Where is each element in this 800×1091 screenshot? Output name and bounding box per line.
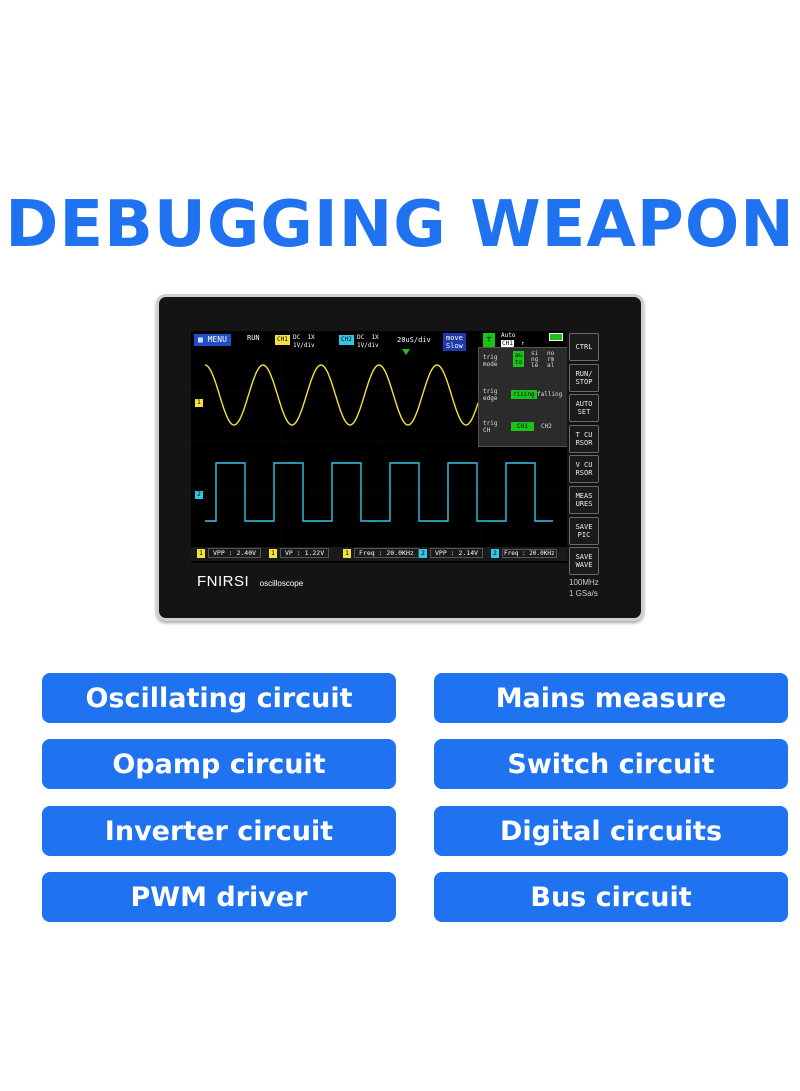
rising-edge-icon: ↑: [521, 340, 525, 347]
app-mains-measure: Mains measure: [434, 673, 788, 723]
trig-mode-normal[interactable]: no rm al: [547, 350, 555, 369]
side-button-column: CTRL RUN/ STOP AUTO SET T CU RSOR V CU R…: [569, 333, 599, 578]
trig-mode-single[interactable]: si ng le: [531, 350, 539, 369]
ch1-marker[interactable]: 1: [195, 399, 203, 407]
trig-edge-label: trig edge: [483, 388, 498, 402]
trigger-panel: trig mode au to si ng le no rm al trig e…: [478, 347, 567, 447]
app-inverter-circuit: Inverter circuit: [42, 806, 396, 856]
measures-button[interactable]: MEAS URES: [569, 485, 599, 514]
trigger-channel: CH1: [501, 340, 514, 348]
app-oscillating-circuit: Oscillating circuit: [42, 673, 396, 723]
trig-mode-auto[interactable]: au to: [513, 351, 525, 367]
auto-set-button[interactable]: AUTO SET: [569, 394, 599, 423]
brand-name: FNIRSI: [197, 573, 250, 590]
device-spec: 100MHz 1 GSa/s: [569, 577, 599, 599]
sample-rate-label: 1 GSa/s: [569, 589, 598, 598]
app-switch-circuit: Switch circuit: [434, 739, 788, 789]
ch2-setting[interactable]: CH2: [339, 335, 354, 345]
menu-button[interactable]: ▦ MENU: [194, 334, 231, 346]
save-wave-button[interactable]: SAVE WAVE: [569, 547, 599, 576]
ch1-sine-wave: [204, 364, 479, 426]
ch2-info: DC 1X 1V/div: [357, 334, 379, 349]
move-speed-button[interactable]: move Slow: [443, 333, 466, 351]
oscilloscope-screen: ▦ MENU RUN CH1 DC 1X 1V/div CH2 DC 1X 1V…: [191, 331, 567, 563]
bandwidth-label: 100MHz: [569, 578, 599, 587]
battery-icon: [549, 333, 563, 341]
trig-edge-rising[interactable]: rising: [511, 390, 537, 399]
trig-ch-1[interactable]: CH1: [511, 422, 534, 431]
ch2-marker[interactable]: 2: [195, 491, 203, 499]
trigger-position-marker[interactable]: [402, 349, 410, 355]
brand-logo: FNIRSI oscilloscope: [197, 573, 303, 591]
run-status: RUN: [247, 334, 260, 342]
trigger-auto: Auto: [501, 332, 516, 339]
ch2-tag: CH2: [339, 335, 354, 345]
app-opamp-circuit: Opamp circuit: [42, 739, 396, 789]
ch1-info: DC 1X 1V/div: [293, 334, 315, 349]
ch1-tag: CH1: [275, 335, 290, 345]
trigger-button[interactable]: T: [483, 333, 495, 347]
oscilloscope-device: ▦ MENU RUN CH1 DC 1X 1V/div CH2 DC 1X 1V…: [156, 294, 644, 621]
app-bus-circuit: Bus circuit: [434, 872, 788, 922]
headline: DEBUGGING WEAPON: [5, 188, 795, 262]
trig-mode-label: trig mode: [483, 354, 498, 368]
trig-ch-label: trig CH: [483, 420, 498, 434]
app-pwm-driver: PWM driver: [42, 872, 396, 922]
run-stop-button[interactable]: RUN/ STOP: [569, 363, 599, 392]
app-digital-circuits: Digital circuits: [434, 806, 788, 856]
ch1-setting[interactable]: CH1: [275, 335, 290, 345]
time-cursor-button[interactable]: T CU RSOR: [569, 424, 599, 453]
trig-ch-2[interactable]: CH2: [541, 423, 552, 430]
ch2-square-wave: [205, 462, 553, 522]
ctrl-button[interactable]: CTRL: [569, 333, 599, 361]
save-pic-button[interactable]: SAVE PIC: [569, 516, 599, 545]
brand-subtitle: oscilloscope: [259, 579, 304, 588]
grid-icon: ▦: [198, 335, 203, 344]
voltage-cursor-button[interactable]: V CU RSOR: [569, 455, 599, 484]
trig-edge-falling[interactable]: falling: [537, 391, 563, 398]
timebase-label[interactable]: 20uS/div: [397, 336, 431, 344]
